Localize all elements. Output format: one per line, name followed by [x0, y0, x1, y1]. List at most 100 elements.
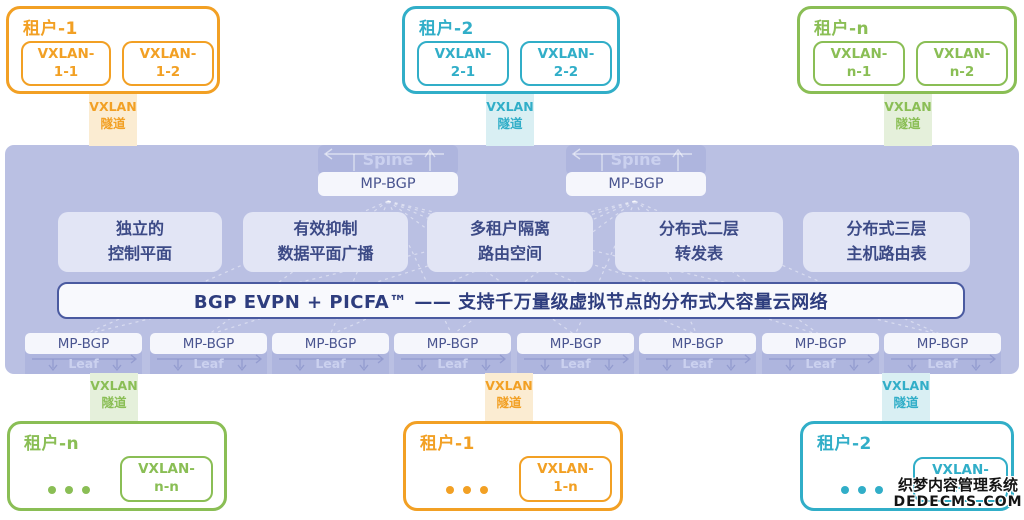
feature-line2: 路由空间 [477, 244, 542, 263]
fabric-panel: Spine MP-BGP Spine MP-BGP [5, 145, 1019, 374]
tunnel-label-line1: VXLAN [486, 99, 534, 114]
ellipsis-dots [841, 486, 883, 494]
leaf-arrows-icon [157, 354, 263, 372]
watermark-line1: 织梦内容管理系统 [897, 476, 1018, 494]
vxlan-chip-line1: VXLAN- [932, 461, 989, 478]
leaf-label: Leaf [68, 356, 99, 371]
leaf-node: MP-BGP Leaf [517, 333, 634, 374]
feature-line1: 分布式二层 [658, 219, 739, 239]
leaf-arrows-icon [891, 354, 997, 372]
tunnel-label-line1: VXLAN [884, 99, 932, 114]
vxlan-chip: VXLAN- 2-1 [417, 41, 509, 86]
feature-box-broadcast-suppression: 有效抑制 数据平面广播 [243, 212, 408, 272]
dedecms-watermark: 织梦内容管理系统 DEDECMS.COM [892, 476, 1024, 510]
leaf-node: MP-BGP Leaf [272, 333, 389, 374]
vxlan-chip-line2: 2-1 [450, 63, 476, 80]
spine-node-2: Spine MP-BGP [566, 145, 706, 197]
vxlan-chip-line2: n-n [154, 479, 179, 495]
tunnel-label-line2: 隧道 [101, 394, 127, 410]
spine-node-1: Spine MP-BGP [318, 145, 458, 197]
feature-line1: 有效抑制 [293, 219, 358, 239]
tenant-box-bottom-1: 租户-1 VXLAN- 1-n [403, 421, 623, 511]
tenant-box-top-n: 租户-n VXLAN- n-1 VXLAN- n-2 [797, 6, 1017, 94]
mp-bgp-chip: MP-BGP [639, 333, 756, 354]
vxlan-chip: VXLAN- 1-2 [122, 41, 214, 86]
leaf-label: Leaf [805, 356, 836, 371]
spine-arrows-icon [323, 148, 444, 171]
leaf-node: MP-BGP Leaf [394, 333, 511, 374]
tenant-title: 租户-1 [23, 19, 78, 39]
vxlan-chip-line1: VXLAN- [434, 45, 492, 62]
leaf-node: MP-BGP Leaf [25, 333, 142, 374]
spine-box: Spine [566, 145, 706, 175]
vxlan-chip-line1: VXLAN- [830, 45, 888, 62]
mp-bgp-chip: MP-BGP [394, 333, 511, 354]
leaf-arrows-icon [279, 354, 385, 372]
vxlan-tunnel-ribbon: VXLAN 隧道 [884, 94, 932, 146]
leaf-label: Leaf [682, 356, 713, 371]
mp-bgp-chip: MP-BGP [150, 333, 267, 354]
tenant-title: 租户-2 [817, 434, 872, 454]
tenant-title: 租户-n [24, 434, 80, 454]
spine-label: Spine [610, 150, 662, 169]
vxlan-chip-line1: VXLAN- [537, 45, 595, 62]
tunnel-label-line2: 隧道 [100, 115, 126, 131]
vxlan-chip: VXLAN- 1-1 [21, 41, 111, 86]
leaf-node: MP-BGP Leaf [762, 333, 879, 374]
vxlan-chip-line1: VXLAN- [537, 461, 594, 478]
vxlan-chip-line1: VXLAN- [138, 461, 195, 478]
vxlan-chip-line2: 1-2 [155, 63, 181, 80]
vxlan-chip-line2: 2-2 [553, 63, 579, 80]
vxlan-chip: VXLAN- n-2 [916, 41, 1008, 86]
vxlan-chip: VXLAN- n-n [120, 456, 213, 502]
tenant-box-bottom-n: 租户-n VXLAN- n-n [7, 421, 227, 511]
tunnel-label-line1: VXLAN [89, 99, 137, 114]
mp-bgp-chip: MP-BGP [25, 333, 142, 354]
leaf-label: Leaf [927, 356, 958, 371]
leaf-node: MP-BGP Leaf [884, 333, 1001, 374]
leaf-arrows-icon [524, 354, 630, 372]
tenant-box-bottom-2: 租户-2 VXLAN- 2-n [800, 421, 1014, 511]
tunnel-label-line2: 隧道 [893, 394, 919, 410]
vxlan-tunnel-ribbon: VXLAN 隧道 [89, 94, 137, 146]
leaf-label: Leaf [315, 356, 346, 371]
feature-box-tenant-isolation: 多租户隔离 路由空间 [427, 212, 593, 272]
feature-line2: 数据平面广播 [277, 244, 374, 263]
vxlan-chip-line2: 1-n [553, 479, 578, 495]
vxlan-chip-line1: VXLAN- [139, 45, 197, 62]
leaf-arrows-icon [646, 354, 752, 372]
mp-bgp-chip: MP-BGP [884, 333, 1001, 354]
vxlan-chip: VXLAN- 2-2 [520, 41, 612, 86]
vxlan-tunnel-ribbon: VXLAN 隧道 [90, 373, 138, 422]
vxlan-chip-line2: n-2 [949, 63, 975, 80]
leaf-label: Leaf [437, 356, 468, 371]
leaf-label: Leaf [560, 356, 591, 371]
feature-line2: 主机路由表 [846, 244, 927, 263]
vxlan-tunnel-ribbon: VXLAN 隧道 [485, 373, 533, 422]
spine-box: Spine [318, 145, 458, 175]
ellipsis-dots [48, 486, 90, 494]
vxlan-tunnel-ribbon: VXLAN 隧道 [882, 373, 930, 422]
tenant-box-top-2: 租户-2 VXLAN- 2-1 VXLAN- 2-2 [402, 6, 620, 94]
tenant-title: 租户-2 [419, 19, 474, 39]
tunnel-label-line1: VXLAN [882, 378, 930, 393]
vxlan-chip-line2: 1-1 [53, 63, 79, 80]
feature-line2: 控制平面 [107, 244, 172, 263]
mp-bgp-chip: MP-BGP [517, 333, 634, 354]
vxlan-chip-line2: 2-n [948, 479, 973, 496]
mp-bgp-chip: MP-BGP [566, 172, 706, 196]
tenant-box-top-1: 租户-1 VXLAN- 1-1 VXLAN- 1-2 [6, 6, 220, 94]
vxlan-chip: VXLAN- 2-n [913, 457, 1008, 502]
tunnel-label-line2: 隧道 [497, 115, 523, 131]
feature-box-l2-forwarding: 分布式二层 转发表 [615, 212, 783, 272]
feature-line1: 分布式三层 [846, 219, 927, 239]
ellipsis-dots [446, 486, 488, 494]
leaf-arrows-icon [769, 354, 875, 372]
feature-line1: 多租户隔离 [469, 219, 550, 239]
feature-box-l3-host-routes: 分布式三层 主机路由表 [803, 212, 970, 272]
tunnel-label-line2: 隧道 [496, 394, 522, 410]
tunnel-label-line2: 隧道 [895, 115, 921, 131]
leaf-arrows-icon [401, 354, 507, 372]
vxlan-chip-line1: VXLAN- [933, 45, 991, 62]
